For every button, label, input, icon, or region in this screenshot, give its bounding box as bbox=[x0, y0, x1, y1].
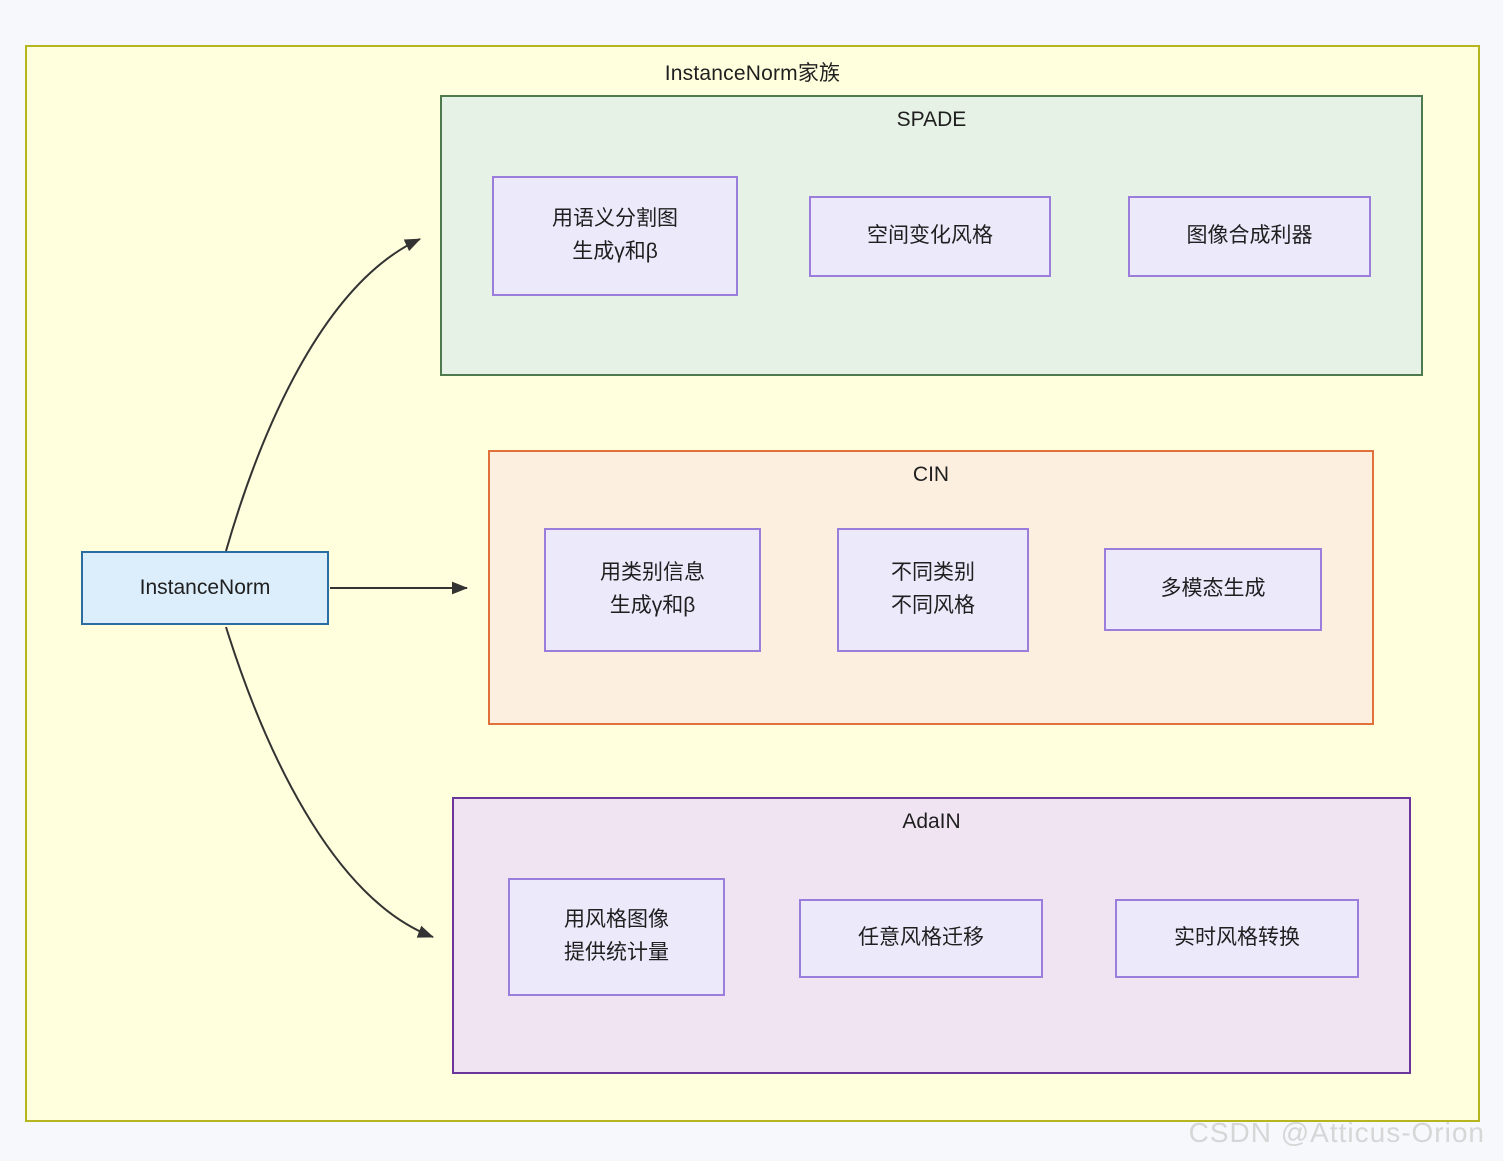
card-cin-3[interactable]: 多模态生成 bbox=[1104, 548, 1322, 631]
group-title-spade: SPADE bbox=[896, 108, 967, 131]
card-adain-1[interactable]: 用风格图像 提供统计量 bbox=[508, 878, 725, 996]
card-spade-3-line-1: 图像合成利器 bbox=[1186, 224, 1313, 248]
card-spade-3[interactable]: 图像合成利器 bbox=[1128, 196, 1371, 277]
card-adain-3[interactable]: 实时风格转换 bbox=[1115, 899, 1359, 978]
group-title-adain: AdaIN bbox=[902, 810, 961, 833]
card-adain-1-line-1: 用风格图像 bbox=[564, 908, 669, 932]
node-instancenorm-label: InstanceNorm bbox=[139, 576, 271, 599]
card-cin-2[interactable]: 不同类别 不同风格 bbox=[837, 528, 1029, 652]
card-spade-2[interactable]: 空间变化风格 bbox=[809, 196, 1051, 277]
card-adain-2-line-1: 任意风格迁移 bbox=[858, 926, 984, 950]
card-spade-1-line-1: 用语义分割图 bbox=[552, 207, 678, 231]
card-cin-1-line-1: 用类别信息 bbox=[600, 561, 705, 585]
card-adain-1-line-2: 提供统计量 bbox=[564, 941, 669, 964]
group-cin[interactable]: CIN 用类别信息 生成γ和β 不同类别 不同风格 多模态生成 bbox=[488, 450, 1374, 725]
group-title-cin: CIN bbox=[912, 463, 950, 486]
group-adain[interactable]: AdaIN 用风格图像 提供统计量 任意风格迁移 实时风格转换 bbox=[452, 797, 1411, 1074]
card-adain-2[interactable]: 任意风格迁移 bbox=[799, 899, 1043, 978]
card-cin-3-line-1: 多模态生成 bbox=[1160, 577, 1266, 601]
node-instancenorm[interactable]: InstanceNorm bbox=[81, 551, 329, 625]
card-cin-2-line-2: 不同风格 bbox=[891, 594, 975, 617]
card-spade-2-line-1: 空间变化风格 bbox=[867, 224, 993, 248]
watermark: CSDN @Atticus-Orion bbox=[1188, 1117, 1485, 1148]
group-spade[interactable]: SPADE 用语义分割图 生成γ和β 空间变化风格 图像合成利器 bbox=[440, 95, 1423, 376]
card-cin-1-line-2: 生成γ和β bbox=[609, 594, 696, 617]
outer-container-title: InstanceNorm家族 bbox=[664, 62, 841, 85]
card-spade-1-line-2: 生成γ和β bbox=[572, 240, 658, 263]
card-spade-1[interactable]: 用语义分割图 生成γ和β bbox=[492, 176, 738, 296]
card-cin-2-line-1: 不同类别 bbox=[891, 561, 975, 585]
card-adain-3-line-1: 实时风格转换 bbox=[1174, 926, 1300, 950]
card-cin-1[interactable]: 用类别信息 生成γ和β bbox=[544, 528, 761, 652]
